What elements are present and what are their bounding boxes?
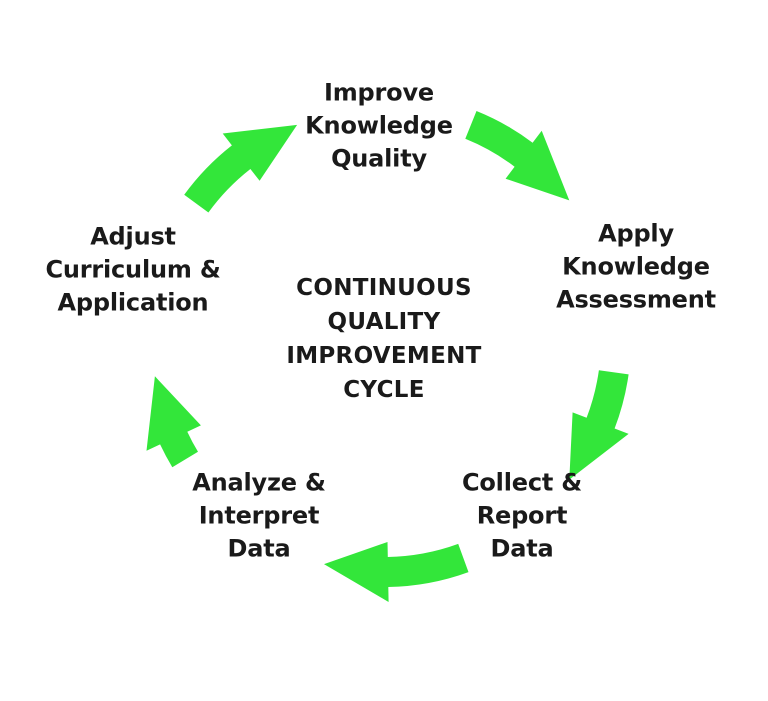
step-4-line-1: Analyze & [192,468,326,497]
step-3-line-2: Report [476,501,568,530]
arrows-group [146,111,629,602]
step-2-line-3: Assessment [556,285,716,314]
step-4-line-3: Data [227,534,291,563]
step-analyze-interpret-data: Analyze & Interpret Data [192,467,326,566]
step-3-line-3: Data [490,534,554,563]
step-5-line-3: Application [57,288,209,317]
step-1-line-3: Quality [331,144,427,173]
step-2-line-1: Apply [598,219,674,248]
curved-arrow-3-icon [324,542,469,602]
curved-arrow-5-icon [184,124,298,213]
step-collect-report-data: Collect & Report Data [462,467,582,566]
step-improve-knowledge-quality: Improve Knowledge Quality [305,77,453,176]
step-5-line-1: Adjust [90,222,176,251]
center-title-line-3: IMPROVEMENT [286,343,482,369]
curved-arrow-2-icon [569,370,629,480]
step-1-line-1: Improve [324,78,434,107]
step-5-line-2: Curriculum & [45,255,221,284]
center-title-line-4: CYCLE [343,377,425,403]
curved-arrow-4-icon [146,376,201,468]
center-title: CONTINUOUS QUALITY IMPROVEMENT CYCLE [286,271,481,407]
step-3-line-1: Collect & [461,468,583,497]
center-title-line-2: QUALITY [327,309,441,335]
curved-arrow-1-icon [465,111,570,201]
step-2-line-2: Knowledge [562,252,710,281]
step-adjust-curriculum-application: Adjust Curriculum & Application [45,221,220,320]
step-4-line-2: Interpret [198,501,320,530]
step-apply-knowledge-assessment: Apply Knowledge Assessment [556,218,716,317]
center-title-line-1: CONTINUOUS [296,275,472,301]
step-1-line-2: Knowledge [305,111,453,140]
